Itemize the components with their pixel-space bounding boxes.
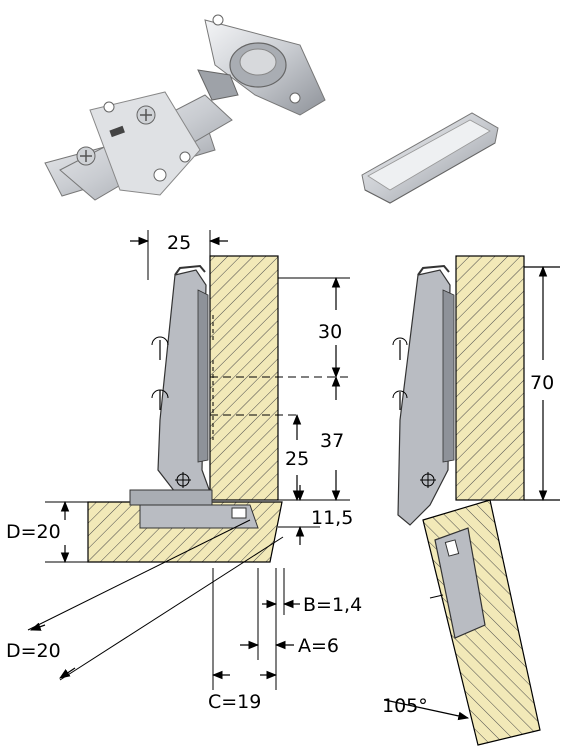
right-cabinet-side bbox=[455, 255, 525, 501]
dim-top-width-label: 25 bbox=[167, 232, 191, 254]
dim-gap-a-label: A=6 bbox=[298, 635, 339, 657]
right-dimension-arrows bbox=[384, 265, 560, 721]
dim-door-thickness-label: D=20 bbox=[6, 521, 61, 543]
hinge-photo bbox=[44, 14, 326, 201]
right-hinge-arm bbox=[392, 264, 486, 639]
mounting-plate-photo bbox=[361, 112, 499, 204]
dim-upper-spacing-label: 30 bbox=[318, 321, 342, 343]
left-screw-markers bbox=[151, 315, 214, 440]
dim-drill-height-label: 25 bbox=[285, 448, 309, 470]
dim-total-height-label: 70 bbox=[530, 372, 554, 394]
dim-door-thickness-diag-label: D=20 bbox=[6, 640, 61, 662]
dim-open-angle-label: 105° bbox=[382, 695, 428, 717]
dim-gap-b-label: B=1,4 bbox=[303, 594, 362, 616]
dim-cup-c-label: C=19 bbox=[208, 691, 261, 713]
left-hinge-arm bbox=[129, 264, 259, 529]
dim-lower-spacing-label: 37 bbox=[320, 430, 344, 452]
left-dimension-arrows bbox=[29, 236, 341, 680]
dim-overlay-label: 11,5 bbox=[311, 507, 353, 529]
left-cabinet-side bbox=[209, 255, 279, 501]
